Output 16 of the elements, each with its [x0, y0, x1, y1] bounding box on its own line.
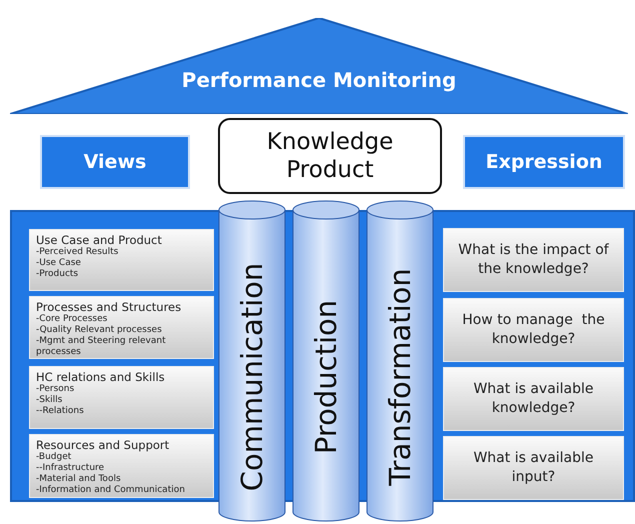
info-box: Resources and Support -Budget --Infrastructure -Material and Tools -Information and Communication	[29, 434, 214, 498]
question-box: How to manage the knowledge?	[443, 298, 624, 362]
info-box: HC relations and Skills -Persons -Skills --Relations	[29, 366, 214, 429]
info-box: Processes and Structures -Core Processes -Quality Relevant processes -Mgmt and Steering relevant processes	[29, 296, 214, 359]
label-box: Views	[40, 135, 190, 189]
question-box: What is available input?	[443, 436, 624, 500]
roof-banner	[10, 18, 628, 114]
info-box: Use Case and Product -Perceived Results -Use Case -Products	[29, 229, 214, 291]
label-box: Expression	[463, 135, 625, 189]
pillar-cylinder: Communication	[218, 200, 286, 522]
question-box: What is the impact of the knowledge?	[443, 228, 624, 292]
roof-title: Performance Monitoring	[182, 68, 456, 92]
pillar-cylinder: Transformation	[366, 200, 434, 522]
title-box: Knowledge Product	[218, 118, 442, 194]
pillar-cylinder: Production	[292, 200, 360, 522]
question-box: What is available knowledge?	[443, 367, 624, 431]
